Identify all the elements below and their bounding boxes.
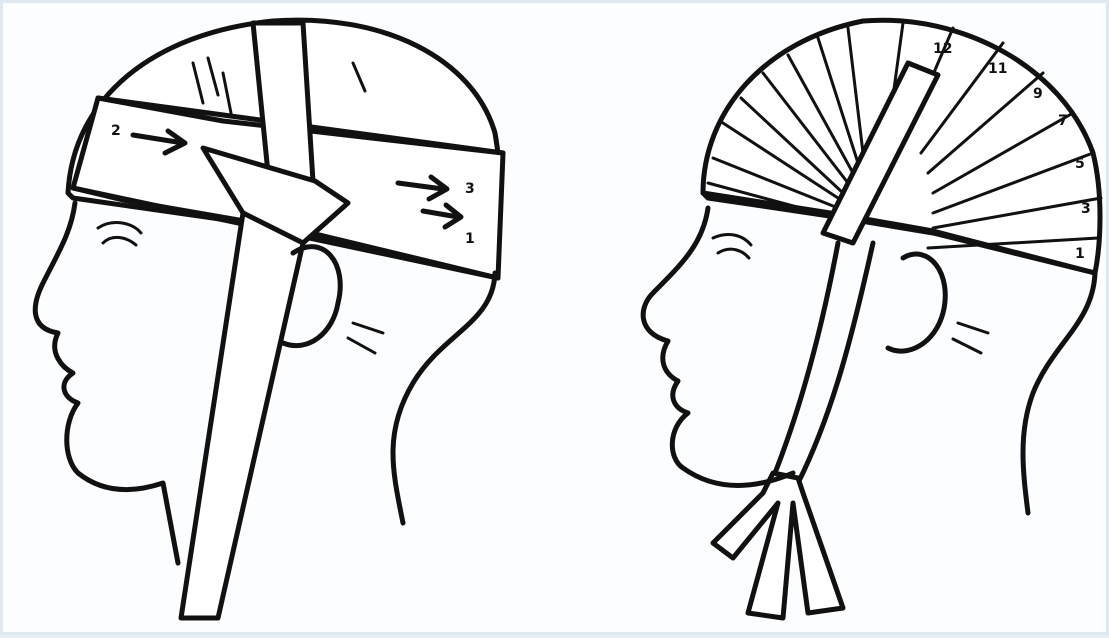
left-band-number-3: 1 (465, 231, 475, 247)
right-band-number-4: 7 (1058, 113, 1068, 129)
left-neck-hatching (348, 323, 383, 353)
left-neck-back (393, 273, 495, 523)
bandage-diagram: 2 3 1 (3, 3, 1109, 638)
right-neck-back (1023, 273, 1095, 513)
left-hanging-tie (181, 213, 303, 618)
right-eye (713, 234, 751, 258)
right-band-number-6: 3 (1081, 201, 1091, 217)
right-head-figure: 12 11 9 7 5 3 1 (643, 20, 1101, 618)
right-band-number-1: 12 (933, 41, 952, 57)
left-eye (98, 223, 141, 245)
right-band-number-5: 5 (1075, 156, 1085, 172)
right-band-number-2: 11 (988, 61, 1007, 77)
right-chin-bow (713, 473, 843, 618)
left-band-number-2: 3 (465, 181, 475, 197)
left-head-figure: 2 3 1 (35, 20, 503, 618)
right-band-number-3: 9 (1033, 86, 1043, 102)
right-face-profile (643, 208, 793, 486)
left-band-number-1: 2 (111, 123, 121, 139)
right-band-number-7: 1 (1075, 246, 1085, 262)
right-ear (888, 254, 945, 351)
left-face-profile (35, 203, 178, 563)
right-chin-tie-front (773, 243, 838, 478)
right-neck-hatching (953, 323, 988, 353)
